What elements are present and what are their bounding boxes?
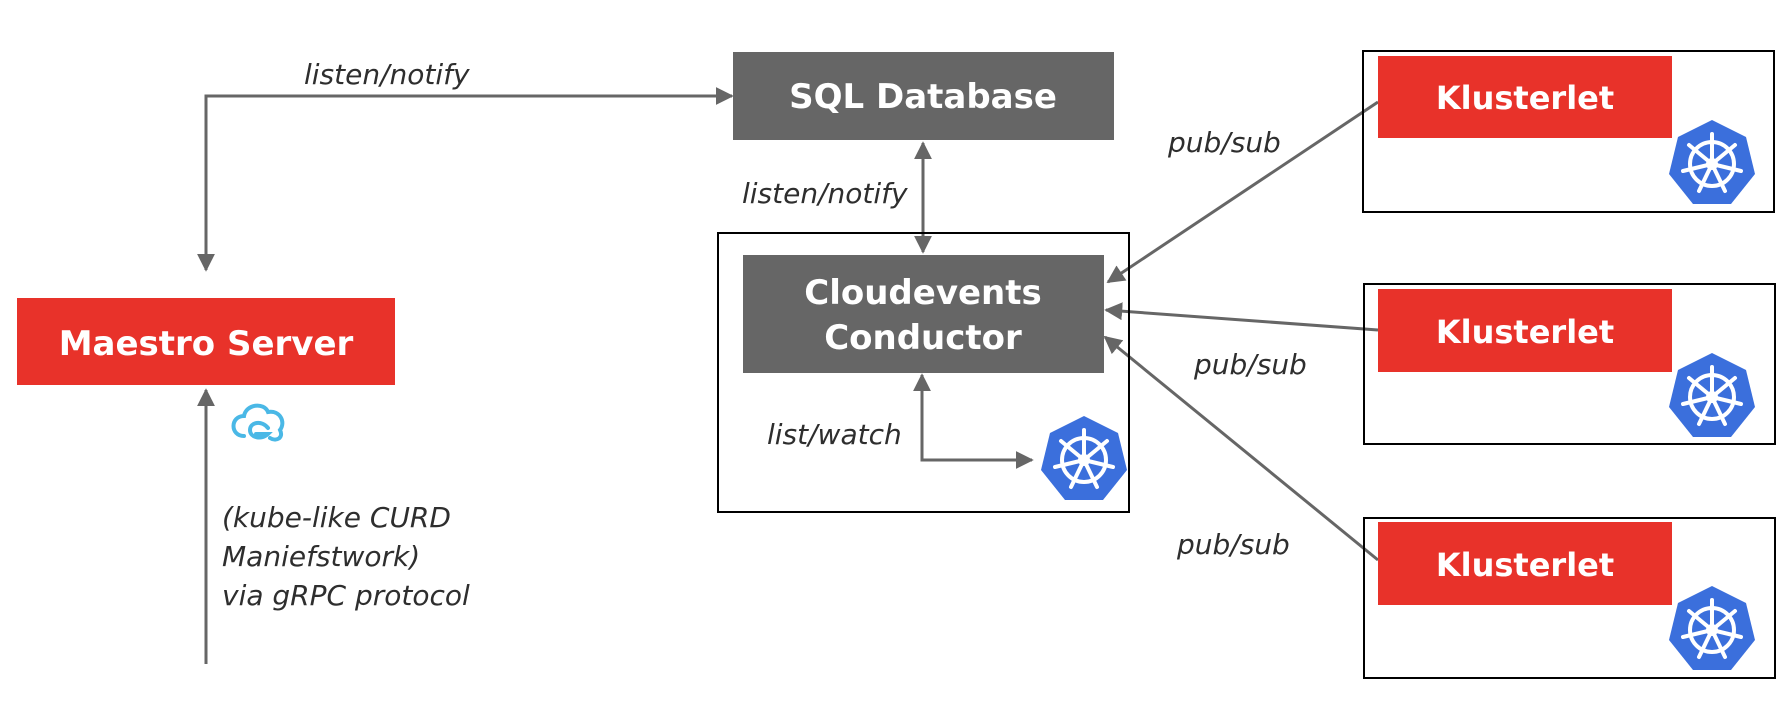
conductor-label-line1: Cloudevents	[804, 273, 1042, 313]
klusterlet-label-2: Klusterlet	[1436, 313, 1614, 351]
klusterlet-label-1: Klusterlet	[1436, 79, 1614, 117]
pubsub-line-1	[1106, 100, 1379, 284]
pubsub-line-3	[1103, 335, 1379, 562]
sql-database-box	[733, 52, 1114, 140]
grpc-label-line1: (kube-like CURD	[222, 501, 451, 534]
pubsub-label-3: pub/sub	[1176, 528, 1290, 561]
maestro-server-box	[17, 298, 395, 385]
klusterlet-container-2	[1363, 283, 1776, 445]
klusterlet-kubernetes-icon-3	[1667, 584, 1757, 672]
klusterlet-label-3: Klusterlet	[1436, 546, 1614, 584]
list-watch-label: list/watch	[767, 418, 902, 451]
sql-database-label: SQL Database	[789, 77, 1057, 117]
klusterlet-box-3	[1378, 522, 1672, 605]
maestro-server-label: Maestro Server	[59, 324, 354, 364]
klusterlet-container-3	[1363, 517, 1776, 679]
klusterlet-kubernetes-icon-1	[1667, 118, 1757, 206]
pubsub-line-2	[1104, 302, 1379, 332]
klusterlet-box-2	[1378, 289, 1672, 372]
klusterlet-container-1	[1362, 50, 1775, 213]
grpc-label-line3: via gRPC protocol	[222, 579, 470, 612]
grpc-label-line2: Maniefstwork)	[222, 540, 420, 573]
pubsub-label-1: pub/sub	[1167, 126, 1281, 159]
conductor-kubernetes-icon	[1039, 414, 1129, 502]
listen-notify-mid-label: listen/notify	[742, 177, 908, 210]
pubsub-label-2: pub/sub	[1193, 348, 1307, 381]
maestro-sql-arrow	[197, 87, 734, 272]
klusterlet-box-1	[1378, 56, 1672, 138]
listen-notify-top-label: listen/notify	[304, 58, 470, 91]
conductor-k8s-arrow	[913, 373, 1034, 469]
cloudevents-conductor-box	[743, 255, 1104, 373]
klusterlet-kubernetes-icon-2	[1667, 351, 1757, 439]
conductor-container	[717, 232, 1130, 513]
conductor-label-line2: Conductor	[824, 318, 1022, 358]
cloudevents-icon	[231, 403, 285, 442]
